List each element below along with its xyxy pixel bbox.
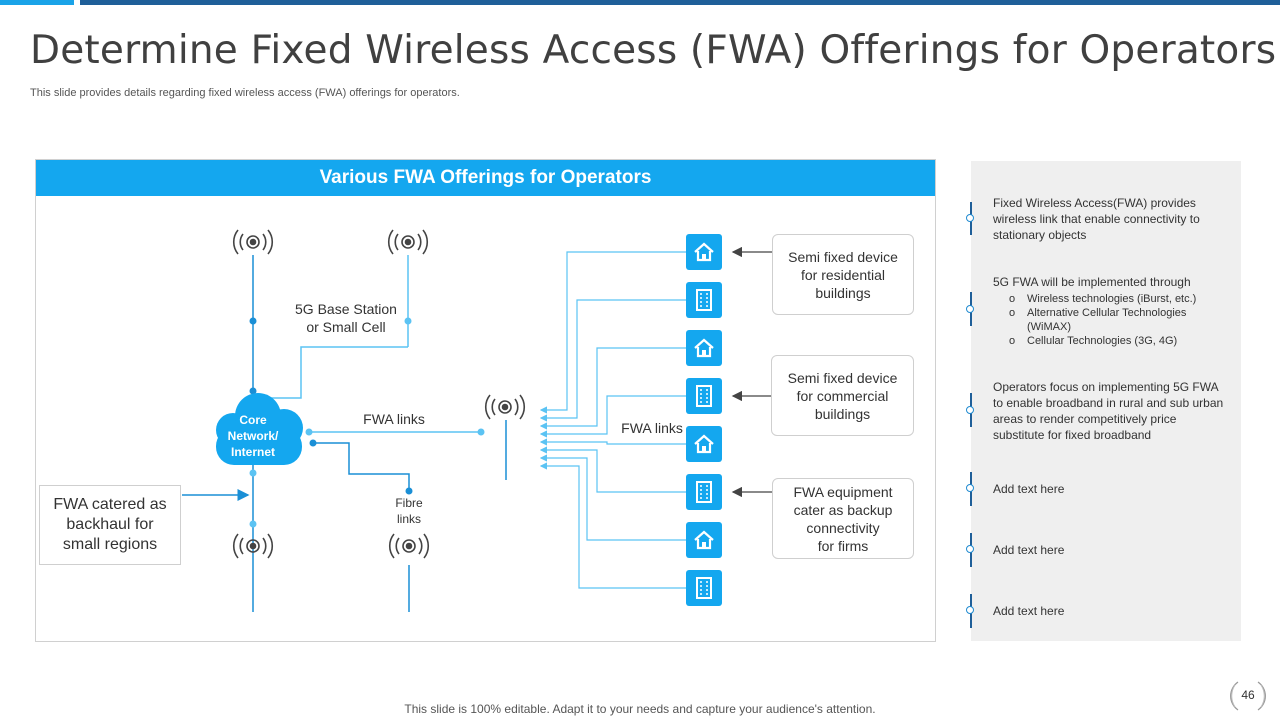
callout-commercial: Semi fixed device for commercial buildin…	[771, 355, 914, 436]
backhaul-callout: FWA catered as backhaul for small region…	[39, 485, 181, 565]
timeline-dot	[966, 484, 974, 492]
fibre-links-label: Fibre links	[395, 496, 423, 526]
endpoint-icons	[686, 234, 722, 606]
building-icon	[686, 378, 722, 414]
side-item-5: Add text here	[993, 543, 1065, 557]
diagram-connectors	[182, 229, 772, 612]
core-network-label: Core Network/ Internet	[227, 413, 279, 459]
side-panel	[971, 161, 1241, 641]
sub-item: Cellular Technologies (3G, 4G)	[1009, 334, 1231, 348]
side-item-2-text: 5G FWA will be implemented through	[993, 275, 1191, 289]
callout-residential: Semi fixed device for residential buildi…	[772, 234, 914, 315]
page-title: Determine Fixed Wireless Access (FWA) Of…	[30, 28, 1277, 73]
timeline-dot	[966, 606, 974, 614]
footer-note: This slide is 100% editable. Adapt it to…	[404, 702, 876, 716]
building-icon	[686, 282, 722, 318]
top-bar	[80, 0, 1280, 5]
antenna-icon	[484, 394, 526, 420]
fibre-link	[309, 439, 413, 612]
cloud-icon	[216, 393, 303, 465]
building-icon	[686, 474, 722, 510]
antenna-icon	[387, 229, 429, 255]
callout-firms: FWA equipment cater as backup connectivi…	[772, 478, 914, 559]
fwa-diagram: Various FWA Offerings for Operators	[35, 159, 936, 642]
fwa-link-center	[305, 428, 485, 436]
sub-item: Wireless technologies (iBurst, etc.)	[1009, 292, 1231, 306]
side-item-6: Add text here	[993, 604, 1065, 618]
page-number-ring-icon	[1230, 681, 1266, 711]
building-icon	[686, 570, 722, 606]
home-icon	[686, 522, 722, 558]
home-icon	[686, 330, 722, 366]
home-icon	[686, 426, 722, 462]
page-number: 46	[1241, 688, 1255, 702]
base-station-label: 5G Base Station or Small Cell	[295, 301, 397, 335]
sub-item: Alternative Cellular Technologies (WiMAX…	[1009, 306, 1231, 334]
side-item-3: Operators focus on implementing 5G FWA t…	[993, 380, 1224, 442]
antenna-icon	[232, 533, 274, 559]
antenna-icon	[232, 229, 274, 255]
side-item-2: 5G FWA will be implemented through Wirel…	[993, 274, 1231, 348]
fwa-links-label-right: FWA links	[621, 420, 683, 436]
home-icon	[686, 234, 722, 270]
timeline-dot	[966, 545, 974, 553]
page-number-badge: 46	[1228, 676, 1268, 716]
timeline-dot	[966, 406, 974, 414]
side-item-4: Add text here	[993, 482, 1065, 496]
top-accent-bar	[0, 0, 74, 5]
diagram-header: Various FWA Offerings for Operators	[36, 160, 935, 196]
fwa-links-label-left: FWA links	[363, 411, 425, 427]
page-subtitle: This slide provides details regarding fi…	[30, 87, 460, 99]
fwa-fanout	[539, 251, 686, 589]
antenna-icon	[388, 533, 430, 559]
side-item-1: Fixed Wireless Access(FWA) provides wire…	[993, 196, 1200, 242]
side-item-2-sublist: Wireless technologies (iBurst, etc.) Alt…	[1009, 292, 1231, 348]
left-tower-lines	[249, 255, 257, 612]
timeline-dot	[966, 214, 974, 222]
timeline-dot	[966, 305, 974, 313]
